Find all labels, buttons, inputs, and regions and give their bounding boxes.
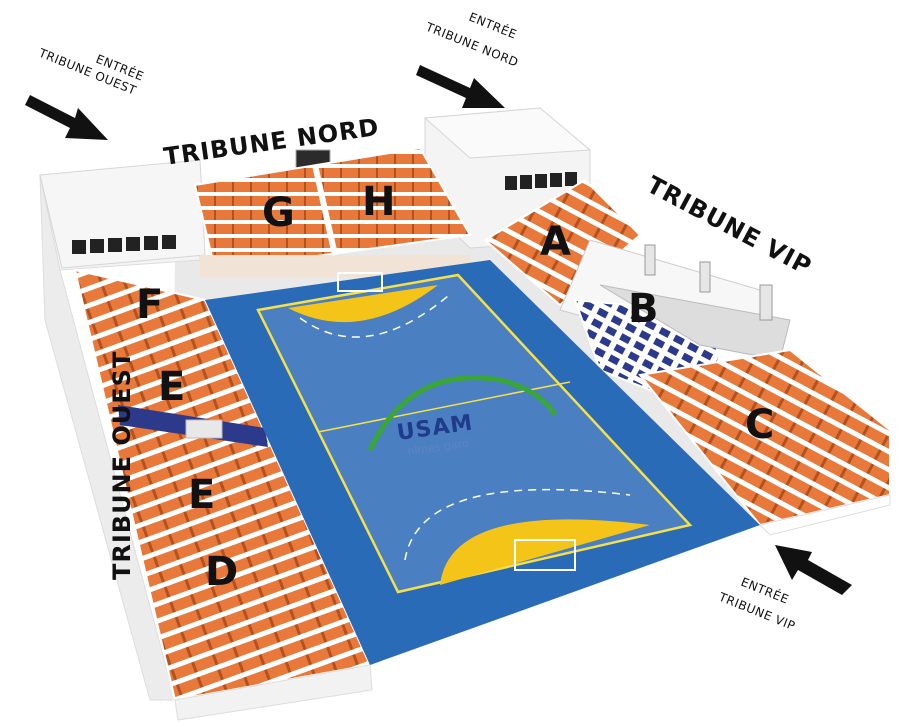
arrow-nord-icon — [416, 65, 505, 108]
north-goal-area — [288, 285, 438, 323]
vip-booth-posts — [644, 244, 773, 321]
tribune-ouest-stand — [73, 268, 373, 721]
brand-arc — [367, 375, 558, 452]
section-d[interactable]: D — [205, 549, 238, 595]
south-goal-area — [440, 519, 650, 585]
arrow-ouest-icon — [25, 95, 108, 140]
section-letters: G H A B C F E E D — [136, 179, 774, 595]
section-b[interactable]: B — [628, 286, 659, 332]
entrance-nord: ENTRÉE TRIBUNE NORD — [416, 9, 521, 108]
arrow-vip-icon — [775, 545, 852, 595]
section-e-lower[interactable]: E — [188, 472, 215, 518]
tribune-ouest-label: TRIBUNE OUEST — [108, 351, 136, 580]
section-a[interactable]: A — [540, 219, 571, 265]
section-h[interactable]: H — [362, 179, 395, 225]
section-c[interactable]: C — [745, 402, 774, 448]
section-g[interactable]: G — [262, 190, 295, 236]
section-f[interactable]: F — [136, 282, 163, 328]
entrance-vip: ENTRÉE TRIBUNE VIP — [716, 545, 852, 633]
tribune-nord-stand — [193, 146, 472, 277]
handball-court — [205, 260, 760, 665]
east-windows — [505, 172, 577, 190]
west-windows — [72, 235, 176, 254]
south-goal — [514, 539, 576, 571]
tribune-vip-stand — [483, 178, 891, 536]
svg-text:ENTRÉE: ENTRÉE — [467, 9, 519, 42]
north-goal — [337, 272, 383, 292]
entrance-ouest: ENTRÉE TRIBUNE OUEST — [25, 45, 146, 140]
section-e-upper[interactable]: E — [158, 364, 185, 410]
